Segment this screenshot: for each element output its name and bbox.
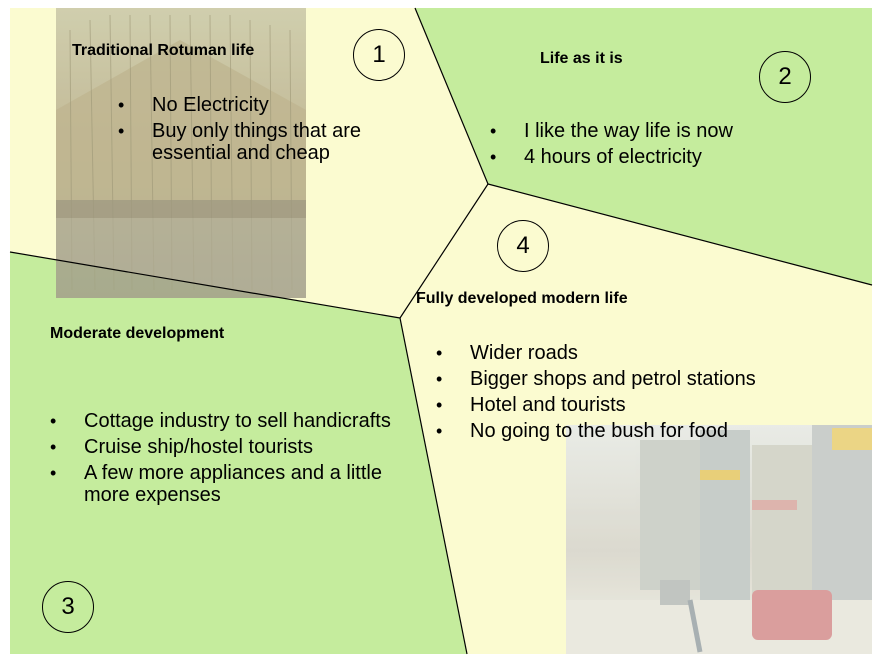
section-2-bullets: I like the way life is now 4 hours of el… bbox=[490, 120, 850, 172]
section-4-bullet: Bigger shops and petrol stations bbox=[436, 368, 826, 390]
section-2-title: Life as it is bbox=[540, 50, 623, 67]
section-3-bullet: Cottage industry to sell handicrafts bbox=[50, 410, 400, 432]
section-1-title: Traditional Rotuman life bbox=[72, 42, 255, 59]
section-3-title: Moderate development bbox=[50, 325, 225, 342]
section-1-number: 1 bbox=[353, 29, 405, 81]
section-3-bullets: Cottage industry to sell handicrafts Cru… bbox=[50, 410, 400, 510]
section-2-bullet: 4 hours of electricity bbox=[490, 146, 850, 168]
section-1-bullets: No Electricity Buy only things that are … bbox=[118, 94, 418, 168]
section-3-bullet: A few more appliances and a little more … bbox=[50, 462, 400, 506]
section-2-number: 2 bbox=[759, 51, 811, 103]
section-4-bullets: Wider roads Bigger shops and petrol stat… bbox=[436, 342, 826, 446]
section-1-bullet: No Electricity bbox=[118, 94, 418, 116]
section-3-bullet: Cruise ship/hostel tourists bbox=[50, 436, 400, 458]
section-3-number: 3 bbox=[42, 581, 94, 633]
city-street-photo bbox=[566, 425, 872, 654]
section-1-bullet: Buy only things that are essential and c… bbox=[118, 120, 418, 164]
section-4-bullet: Wider roads bbox=[436, 342, 826, 364]
section-4-bullet: Hotel and tourists bbox=[436, 394, 826, 416]
section-4-title: Fully developed modern life bbox=[416, 290, 628, 307]
divider-lines bbox=[9, 7, 873, 655]
section-4-bullet: No going to the bush for food bbox=[436, 420, 826, 442]
section-4-number: 4 bbox=[497, 220, 549, 272]
section-2-bullet: I like the way life is now bbox=[490, 120, 850, 142]
